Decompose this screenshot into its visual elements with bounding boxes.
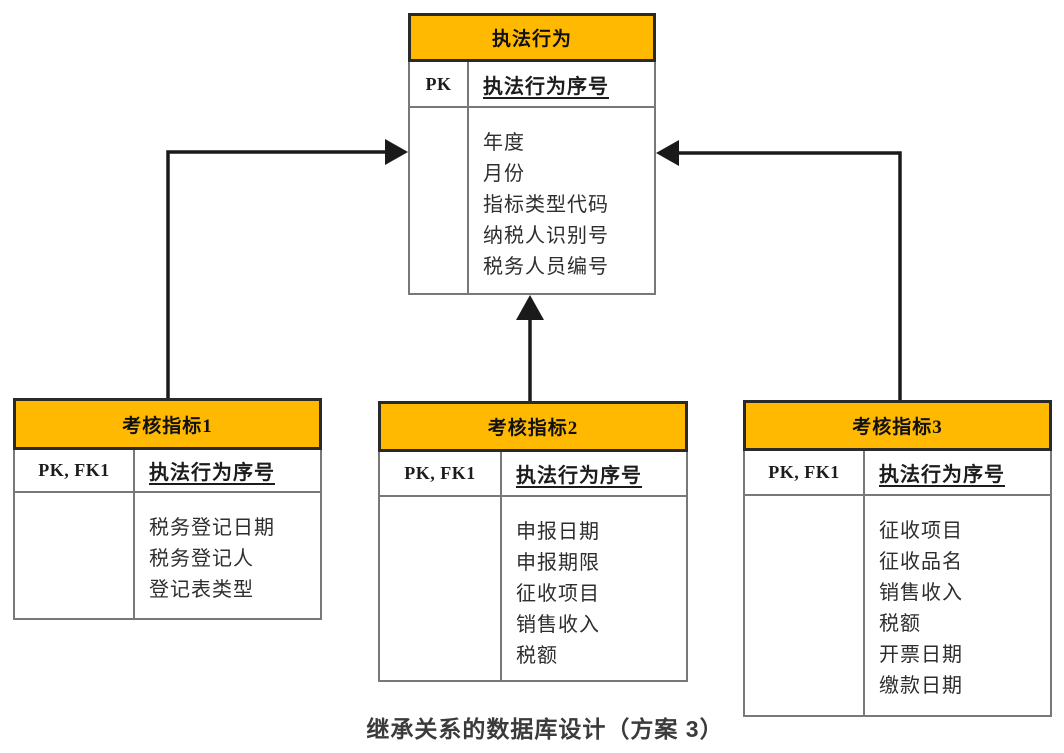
entity-key-label: PK, FK1 [15, 450, 135, 493]
entity-attr-spacer [15, 493, 135, 618]
entity-body: PK, FK1 执法行为序号 税务登记日期 税务登记人 登记表类型 [13, 450, 322, 620]
entity-key-label: PK, FK1 [380, 452, 502, 497]
arrow-indicator3-to-action [656, 140, 902, 400]
entity-attr-spacer [380, 497, 502, 680]
entity-law-enforcement-action: 执法行为 PK 执法行为序号 年度 月份 指标类型代码 纳税人识别号 税务人员编… [408, 13, 656, 295]
entity-key-field-text: 执法行为序号 [516, 465, 642, 487]
entity-key-field-text: 执法行为序号 [879, 464, 1005, 486]
entity-attributes: 申报日期 申报期限 征收项目 销售收入 税额 [516, 521, 600, 667]
entity-key-field-text: 执法行为序号 [483, 75, 609, 98]
entity-key-field: 执法行为序号 [502, 452, 686, 497]
entity-attr-spacer [410, 108, 469, 293]
entity-title: 执法行为 [408, 13, 656, 62]
entity-key-label: PK, FK1 [745, 451, 865, 496]
entity-body: PK 执法行为序号 年度 月份 指标类型代码 纳税人识别号 税务人员编号 [408, 62, 656, 295]
entity-key-field: 执法行为序号 [469, 62, 654, 108]
entity-title: 考核指标3 [743, 400, 1052, 451]
entity-assessment-indicator-1: 考核指标1 PK, FK1 执法行为序号 税务登记日期 税务登记人 登记表类型 [13, 398, 322, 620]
entity-attributes: 年度 月份 指标类型代码 纳税人识别号 税务人员编号 [483, 132, 609, 278]
entity-body: PK, FK1 执法行为序号 申报日期 申报期限 征收项目 销售收入 税额 [378, 452, 688, 682]
entity-key-field: 执法行为序号 [135, 450, 320, 493]
entity-attr-spacer [745, 496, 865, 715]
entity-body: PK, FK1 执法行为序号 征收项目 征收品名 销售收入 税额 开票日期 缴款… [743, 451, 1052, 717]
entity-title: 考核指标2 [378, 401, 688, 452]
entity-key-field-text: 执法行为序号 [149, 462, 275, 484]
entity-assessment-indicator-2: 考核指标2 PK, FK1 执法行为序号 申报日期 申报期限 征收项目 销售收入… [378, 401, 688, 682]
entity-attributes: 税务登记日期 税务登记人 登记表类型 [149, 517, 275, 601]
entity-attributes: 征收项目 征收品名 销售收入 税额 开票日期 缴款日期 [879, 520, 963, 697]
entity-assessment-indicator-3: 考核指标3 PK, FK1 执法行为序号 征收项目 征收品名 销售收入 税额 开… [743, 400, 1052, 717]
entity-title: 考核指标1 [13, 398, 322, 450]
arrow-indicator1-to-action [166, 139, 408, 398]
entity-key-field: 执法行为序号 [865, 451, 1050, 496]
entity-key-label: PK [410, 62, 469, 108]
diagram-caption: 继承关系的数据库设计（方案 3） [366, 716, 724, 742]
arrow-indicator2-to-action [516, 295, 544, 401]
